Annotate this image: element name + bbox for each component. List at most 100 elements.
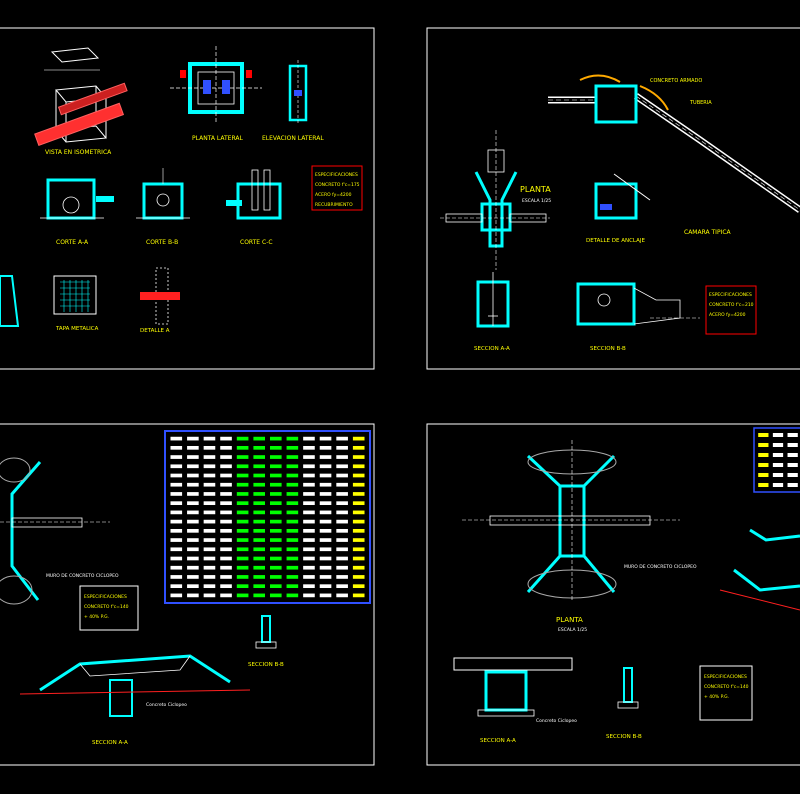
table-cell — [236, 445, 249, 450]
wall-label-3: MURO DE CONCRETO CICLOPEO — [46, 573, 119, 579]
sheet-1-border — [0, 27, 375, 370]
table-cell — [253, 501, 266, 506]
table-cell — [352, 473, 365, 478]
table-cell — [352, 538, 365, 542]
section-c-drawing — [226, 169, 282, 220]
note-1-line-2: ACERO fy=4200 — [315, 192, 352, 198]
table-cell — [286, 575, 299, 579]
note-3-line-1: CONCRETO f'c=140 — [84, 604, 129, 610]
grid-cover-title: TAPA METALICA — [55, 326, 99, 332]
table-cell — [286, 538, 299, 542]
table-cell — [203, 575, 216, 579]
table-cell — [170, 482, 183, 487]
table-cell — [352, 519, 365, 524]
table-cell — [303, 492, 315, 496]
table-cell — [269, 538, 282, 542]
section-3b-drawing — [255, 615, 277, 649]
plan-2-title: PLANTA — [520, 185, 551, 194]
note-2-line-0: ESPECIFICACIONES — [709, 292, 752, 298]
table-cell — [269, 519, 282, 524]
table-cell — [253, 510, 266, 515]
table-cell — [319, 473, 332, 478]
table-cell — [286, 556, 299, 561]
table-cell — [269, 584, 282, 589]
table-cell — [352, 501, 365, 506]
table-cell — [170, 464, 183, 469]
table-cell — [336, 510, 348, 515]
table-cell — [286, 464, 299, 469]
table-cell — [303, 547, 315, 552]
table-cell — [170, 445, 183, 450]
table-cell — [269, 482, 282, 487]
pipe-profile — [548, 93, 800, 213]
table-cell — [170, 473, 183, 478]
section-3a-drawing — [19, 654, 251, 717]
table-cell — [319, 584, 332, 589]
table-cell — [269, 501, 282, 506]
table-cell — [303, 519, 315, 524]
table-cell — [352, 445, 365, 450]
table-cell — [772, 473, 784, 477]
wall-label-4: MURO DE CONCRETO CICLOPEO — [624, 564, 697, 570]
notes-box-3: ESPECIFICACIONES CONCRETO f'c=140 + 40% … — [79, 585, 139, 631]
table-cell — [170, 528, 183, 533]
table-cell — [352, 482, 365, 487]
plan-2 — [440, 130, 550, 270]
table-cell — [187, 556, 199, 561]
section-4b-title: SECCION B-B — [606, 734, 642, 740]
elev-title: ELEVACION LATERAL — [262, 135, 324, 142]
section-b-title: CORTE B-B — [146, 239, 178, 246]
table-cell — [203, 593, 216, 598]
table-cell — [220, 482, 232, 487]
table-cell — [170, 538, 183, 542]
table-cell — [170, 565, 183, 570]
table-cell — [772, 463, 784, 467]
table-cell — [286, 482, 299, 487]
table-cell — [220, 528, 232, 533]
section-a-title: CORTE A-A — [56, 239, 89, 246]
table-cell — [253, 547, 266, 552]
table-cell — [352, 547, 365, 552]
table-cell — [220, 584, 232, 589]
section-c-title: CORTE C-C — [240, 239, 273, 246]
table-cell — [170, 455, 183, 459]
wingwall-plan — [0, 457, 110, 605]
table-cell — [220, 436, 232, 441]
notes-box-4: ESPECIFICACIONES CONCRETO f'c=140 + 40% … — [699, 665, 753, 721]
table-cell — [286, 492, 299, 496]
table-cell — [187, 445, 199, 450]
table-cell — [253, 593, 266, 598]
table-cell — [236, 501, 249, 506]
section-3b-title: SECCION B-B — [248, 662, 284, 668]
side-profile-4 — [719, 528, 800, 611]
table-cell — [269, 575, 282, 579]
table-cell — [170, 519, 183, 524]
table-cell — [170, 584, 183, 589]
table-cell — [352, 464, 365, 469]
table-cell — [236, 538, 249, 542]
table-cell — [303, 436, 315, 441]
table-cell — [319, 464, 332, 469]
table-cell — [220, 565, 232, 570]
table-cell — [236, 584, 249, 589]
section-4a-drawing — [453, 657, 573, 717]
table-cell — [236, 473, 249, 478]
section-4a-title: SECCION A-A — [480, 738, 516, 744]
table-cell — [269, 492, 282, 496]
table-cell — [319, 510, 332, 515]
table-cell — [352, 575, 365, 579]
table-cell — [303, 445, 315, 450]
table-cell — [187, 464, 199, 469]
table-cell — [303, 538, 315, 542]
table-cell — [269, 436, 282, 441]
table-cell — [203, 510, 216, 515]
table-cell — [170, 556, 183, 561]
table-cell — [220, 575, 232, 579]
table-cell — [303, 565, 315, 570]
table-cell — [319, 565, 332, 570]
detail-a — [140, 267, 180, 325]
table-cell — [319, 538, 332, 542]
table-cell — [319, 528, 332, 533]
table-cell — [203, 584, 216, 589]
table-cell — [187, 482, 199, 487]
